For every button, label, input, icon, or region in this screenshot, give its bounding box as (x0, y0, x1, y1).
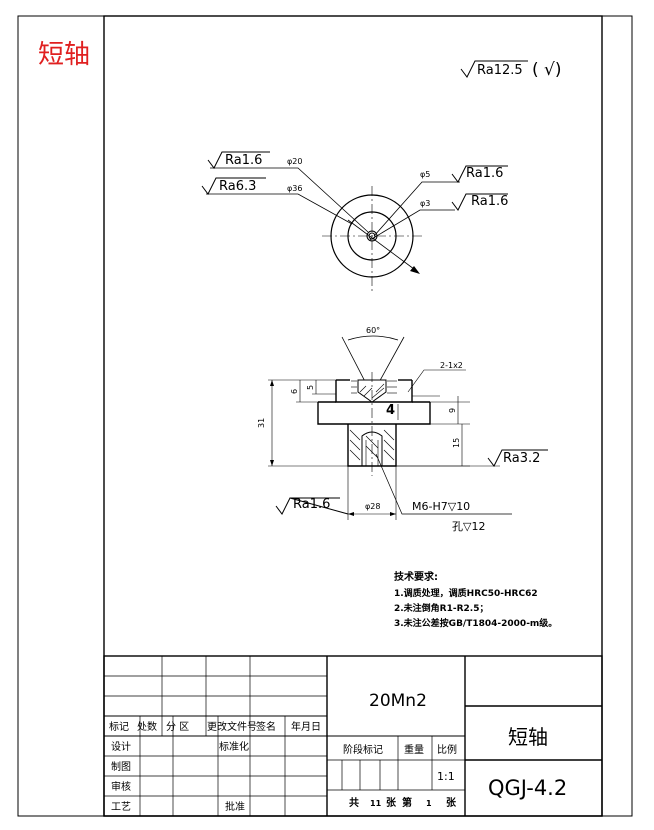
scale-value: 1:1 (437, 770, 455, 783)
ra-dia20-label: Ra1.6 (225, 153, 262, 168)
review-label: 审核 (111, 780, 131, 793)
top-view: Ra1.6 φ20 Ra6.3 φ36 Ra1.6 φ5 Ra1.6 φ3 (201, 151, 508, 292)
drawing-number: QGJ-4.2 (488, 776, 567, 800)
dia3-label: φ3 (420, 199, 430, 208)
header-date: 年月日 (291, 720, 321, 733)
tech-req-item: 2.未注倒角R1-R2.5； (394, 602, 488, 614)
title-block-text: 20Mn2 短轴 QGJ-4.2 标记 处数 分 区 更改文件号 签名 年月日 … (109, 691, 567, 813)
chamfer-label: 2-1x2 (440, 361, 463, 370)
dim-4-label: 4 (386, 403, 395, 418)
dim-31-label: 31 (257, 418, 266, 428)
part-name-label: 短轴 (508, 725, 548, 749)
approve-label: 批准 (225, 800, 245, 813)
weight-label: 重量 (404, 743, 424, 756)
sheet-number-value: 1 (426, 799, 432, 808)
hole-depth-label: 孔▽12 (452, 520, 485, 533)
dia5-label: φ5 (420, 170, 430, 179)
design-label: 设计 (111, 740, 131, 753)
dim-6-label: 6 (290, 389, 299, 394)
drafting-label: 制图 (111, 760, 131, 773)
dia20-label: φ20 (287, 157, 302, 166)
general-ra-suffix: ( √) (532, 60, 562, 80)
header-count: 处数 (137, 720, 157, 733)
stage-mark-label: 阶段标记 (343, 743, 383, 756)
ra-bottom-label: Ra1.6 (293, 497, 330, 512)
general-surface-finish: Ra12.5 ( √) (460, 60, 562, 80)
corner-part-label: 短轴 (38, 40, 91, 70)
dim-5-label: 5 (306, 385, 315, 390)
sheet-unit2-label: 张 (446, 796, 457, 809)
ra-dia3-label: Ra1.6 (471, 194, 508, 209)
standardize-label: 标准化 (219, 740, 249, 753)
ra-dia5-label: Ra1.6 (466, 166, 503, 181)
general-ra-label: Ra12.5 (477, 63, 523, 78)
header-mark: 标记 (109, 721, 129, 733)
material-label: 20Mn2 (369, 691, 427, 711)
angle-label: 60° (366, 326, 380, 335)
tech-req-item: 1.调质处理，调质HRC50-HRC62 (394, 587, 538, 599)
process-label: 工艺 (111, 801, 131, 813)
dia36-label: φ36 (287, 184, 302, 193)
header-sign: 签名 (256, 720, 276, 733)
nth-label: 第 (402, 796, 412, 809)
ra-right-label: Ra3.2 (503, 451, 540, 466)
tech-req-title: 技术要求: (394, 570, 438, 583)
tech-requirements: 技术要求: 1.调质处理，调质HRC50-HRC62 2.未注倒角R1-R2.5… (394, 570, 557, 629)
tech-req-item: 3.未注公差按GB/T1804-2000-m级。 (394, 617, 557, 629)
total-label: 共 (349, 796, 359, 809)
sheet-unit-label: 张 (386, 796, 397, 809)
dim-9-label: 9 (448, 408, 457, 413)
front-view: 60° (257, 326, 548, 533)
dim-15-label: 15 (452, 438, 461, 448)
total-sheets-value: 11 (370, 799, 382, 808)
thread-label: M6-H7▽10 (412, 500, 470, 513)
title-block (103, 655, 603, 817)
header-change-doc: 更改文件号 (207, 720, 257, 733)
scale-label: 比例 (437, 743, 457, 756)
dia-bottom-label: φ28 (365, 502, 380, 511)
ra-dia36-label: Ra6.3 (219, 179, 256, 194)
header-zone: 分 区 (166, 721, 189, 733)
